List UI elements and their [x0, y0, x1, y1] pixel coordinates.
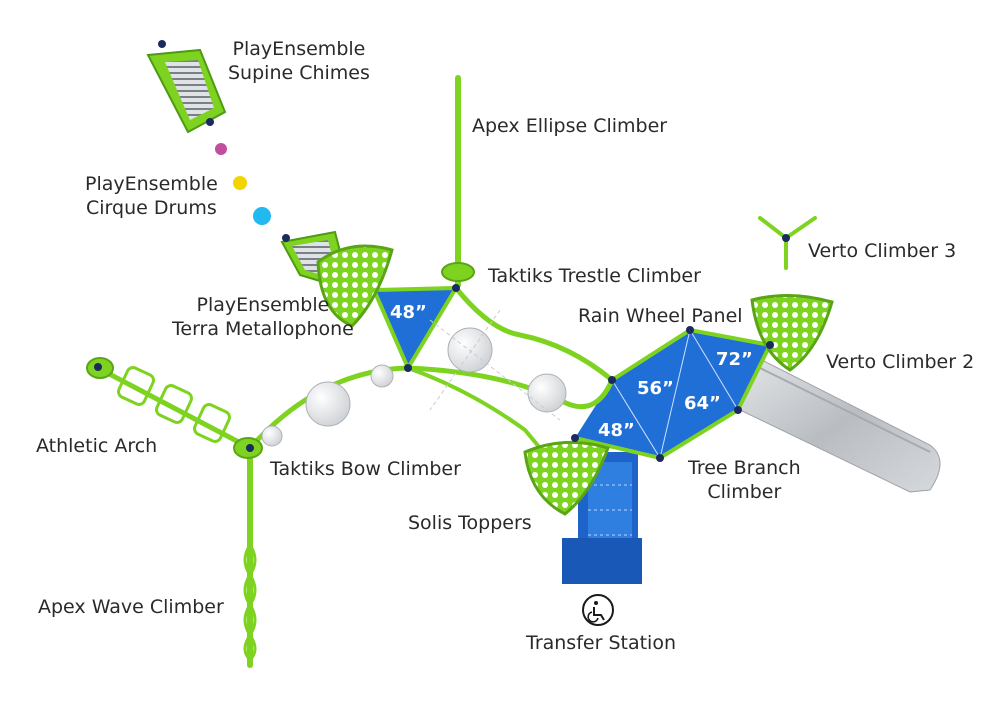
label-verto-climber-2: Verto Climber 2	[826, 351, 975, 373]
label-taktiks-trestle-climber: Taktiks Trestle Climber	[488, 265, 701, 287]
label-terra-metallophone: PlayEnsemble Terra Metallophone	[172, 293, 354, 341]
label-cirque-drums: PlayEnsemble Cirque Drums	[85, 172, 218, 220]
connectors	[94, 40, 790, 462]
label-tree-branch-climber: Tree Branch Climber	[688, 456, 801, 504]
label-line: Cirque Drums	[86, 197, 217, 219]
label-rain-wheel-panel: Rain Wheel Panel	[578, 305, 743, 327]
label-line: Terra Metallophone	[172, 318, 354, 340]
label-line: Tree Branch	[688, 457, 801, 479]
height-deck-56: 56”	[637, 378, 674, 399]
climbing-spheres	[261, 309, 567, 447]
height-deck-72: 72”	[716, 349, 753, 370]
net-panels	[316, 244, 834, 516]
supine-chimes-equipment	[146, 48, 227, 134]
label-solis-toppers: Solis Toppers	[408, 512, 532, 534]
label-transfer-station: Transfer Station	[526, 632, 676, 654]
height-deck-64: 64”	[684, 393, 721, 414]
label-line: PlayEnsemble	[196, 294, 330, 316]
label-athletic-arch: Athletic Arch	[36, 435, 158, 457]
label-apex-ellipse-climber: Apex Ellipse Climber	[472, 115, 668, 137]
height-triangle-deck: 48”	[390, 302, 427, 323]
main-deck	[574, 327, 773, 461]
label-line: PlayEnsemble	[85, 173, 218, 195]
label-apex-wave-climber: Apex Wave Climber	[38, 596, 224, 618]
label-verto-climber-3: Verto Climber 3	[808, 240, 957, 262]
height-deck-48-lower: 48”	[598, 420, 635, 441]
label-line: PlayEnsemble	[232, 38, 366, 60]
wheelchair-accessibility-icon	[582, 594, 614, 626]
label-taktiks-bow-climber: Taktiks Bow Climber	[270, 458, 461, 480]
label-supine-chimes: PlayEnsemble Supine Chimes	[228, 37, 370, 85]
label-line: Supine Chimes	[228, 62, 370, 84]
label-line: Climber	[707, 481, 782, 503]
triangle-deck	[370, 285, 460, 373]
cirque-drums	[215, 143, 271, 225]
